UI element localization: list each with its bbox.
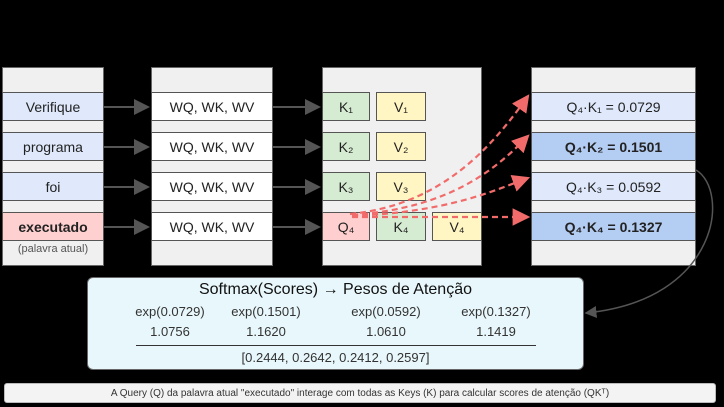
value-box-3: V₃ (376, 172, 426, 201)
caption-text: A Query (Q) da palavra atual "executado"… (110, 387, 610, 399)
word-label: foi (45, 178, 61, 195)
score-box-4: Q₄·K₄ = 0.1327 (531, 212, 696, 241)
key-box-3: K₃ (322, 172, 370, 201)
query-arrow-to-score-1 (349, 94, 530, 216)
score-box-1: Q₄·K₁ = 0.0729 (531, 92, 696, 121)
exp-term-2: exp(0.1501) (231, 304, 301, 319)
attention-weights-result: [0.2444, 0.2642, 0.2412, 0.2597] (241, 350, 430, 365)
exp-term-4: exp(0.1327) (461, 304, 531, 319)
score-label: Q₄·K₃ = 0.0592 (565, 178, 662, 195)
value-box-1: V₁ (376, 92, 426, 121)
fraction-divider (136, 345, 536, 346)
word-box-programa: programa (2, 132, 104, 161)
weights-label: WQ, WK, WV (169, 98, 255, 115)
caption: A Query (Q) da palavra atual "executado"… (4, 383, 716, 403)
word-box-executado: executado (2, 212, 104, 241)
value-box-2: V₂ (376, 132, 426, 161)
word-box-foi: foi (2, 172, 104, 201)
key-box-1: K₁ (322, 92, 370, 121)
current-word-note: (palavra atual) (17, 243, 89, 255)
weights-box-3: WQ, WK, WV (151, 172, 273, 201)
exp-term-1: exp(0.0729) (135, 304, 205, 319)
key-label: K₃ (338, 178, 354, 195)
key-box-2: K₂ (322, 132, 370, 161)
weights-label: WQ, WK, WV (169, 178, 255, 195)
query-label: Q₄ (337, 218, 355, 235)
word-label: executado (18, 218, 88, 235)
value-label: V₃ (393, 178, 409, 195)
softmax-box (87, 277, 584, 370)
query-arrow-to-score-2 (351, 134, 530, 217)
exp-value-1: 1.0756 (150, 324, 190, 339)
score-label: Q₄·K₂ = 0.1501 (564, 138, 663, 155)
query-arrow-to-score-3 (351, 174, 531, 218)
word-box-verifique: Verifique (2, 92, 104, 121)
weights-box-1: WQ, WK, WV (151, 92, 273, 121)
score-box-2: Q₄·K₂ = 0.1501 (531, 132, 696, 161)
key-label: K₁ (338, 98, 354, 115)
score-label: Q₄·K₁ = 0.0729 (566, 98, 661, 115)
score-label: Q₄·K₄ = 0.1327 (564, 218, 663, 235)
scores-to-softmax-connector (584, 169, 714, 318)
exp-value-3: 1.0610 (366, 324, 406, 339)
weights-label: WQ, WK, WV (169, 138, 255, 155)
weights-box-4: WQ, WK, WV (151, 212, 273, 241)
softmax-title: Softmax(Scores) → Pesos de Atenção (198, 281, 472, 298)
value-label: V₁ (393, 98, 409, 115)
key-label: K₂ (338, 138, 354, 155)
word-label: Verifique (25, 98, 81, 115)
key-label: K₄ (393, 218, 409, 235)
exp-term-3: exp(0.0592) (351, 304, 421, 319)
score-box-3: Q₄·K₃ = 0.0592 (531, 172, 696, 201)
exp-value-2: 1.1620 (246, 324, 286, 339)
weights-label: WQ, WK, WV (169, 218, 255, 235)
query-box: Q₄ (322, 212, 370, 241)
word-label: programa (23, 138, 83, 155)
exp-value-4: 1.1419 (476, 324, 516, 339)
value-label: V₂ (393, 138, 409, 155)
value-label: V₄ (449, 218, 465, 235)
weights-box-2: WQ, WK, WV (151, 132, 273, 161)
